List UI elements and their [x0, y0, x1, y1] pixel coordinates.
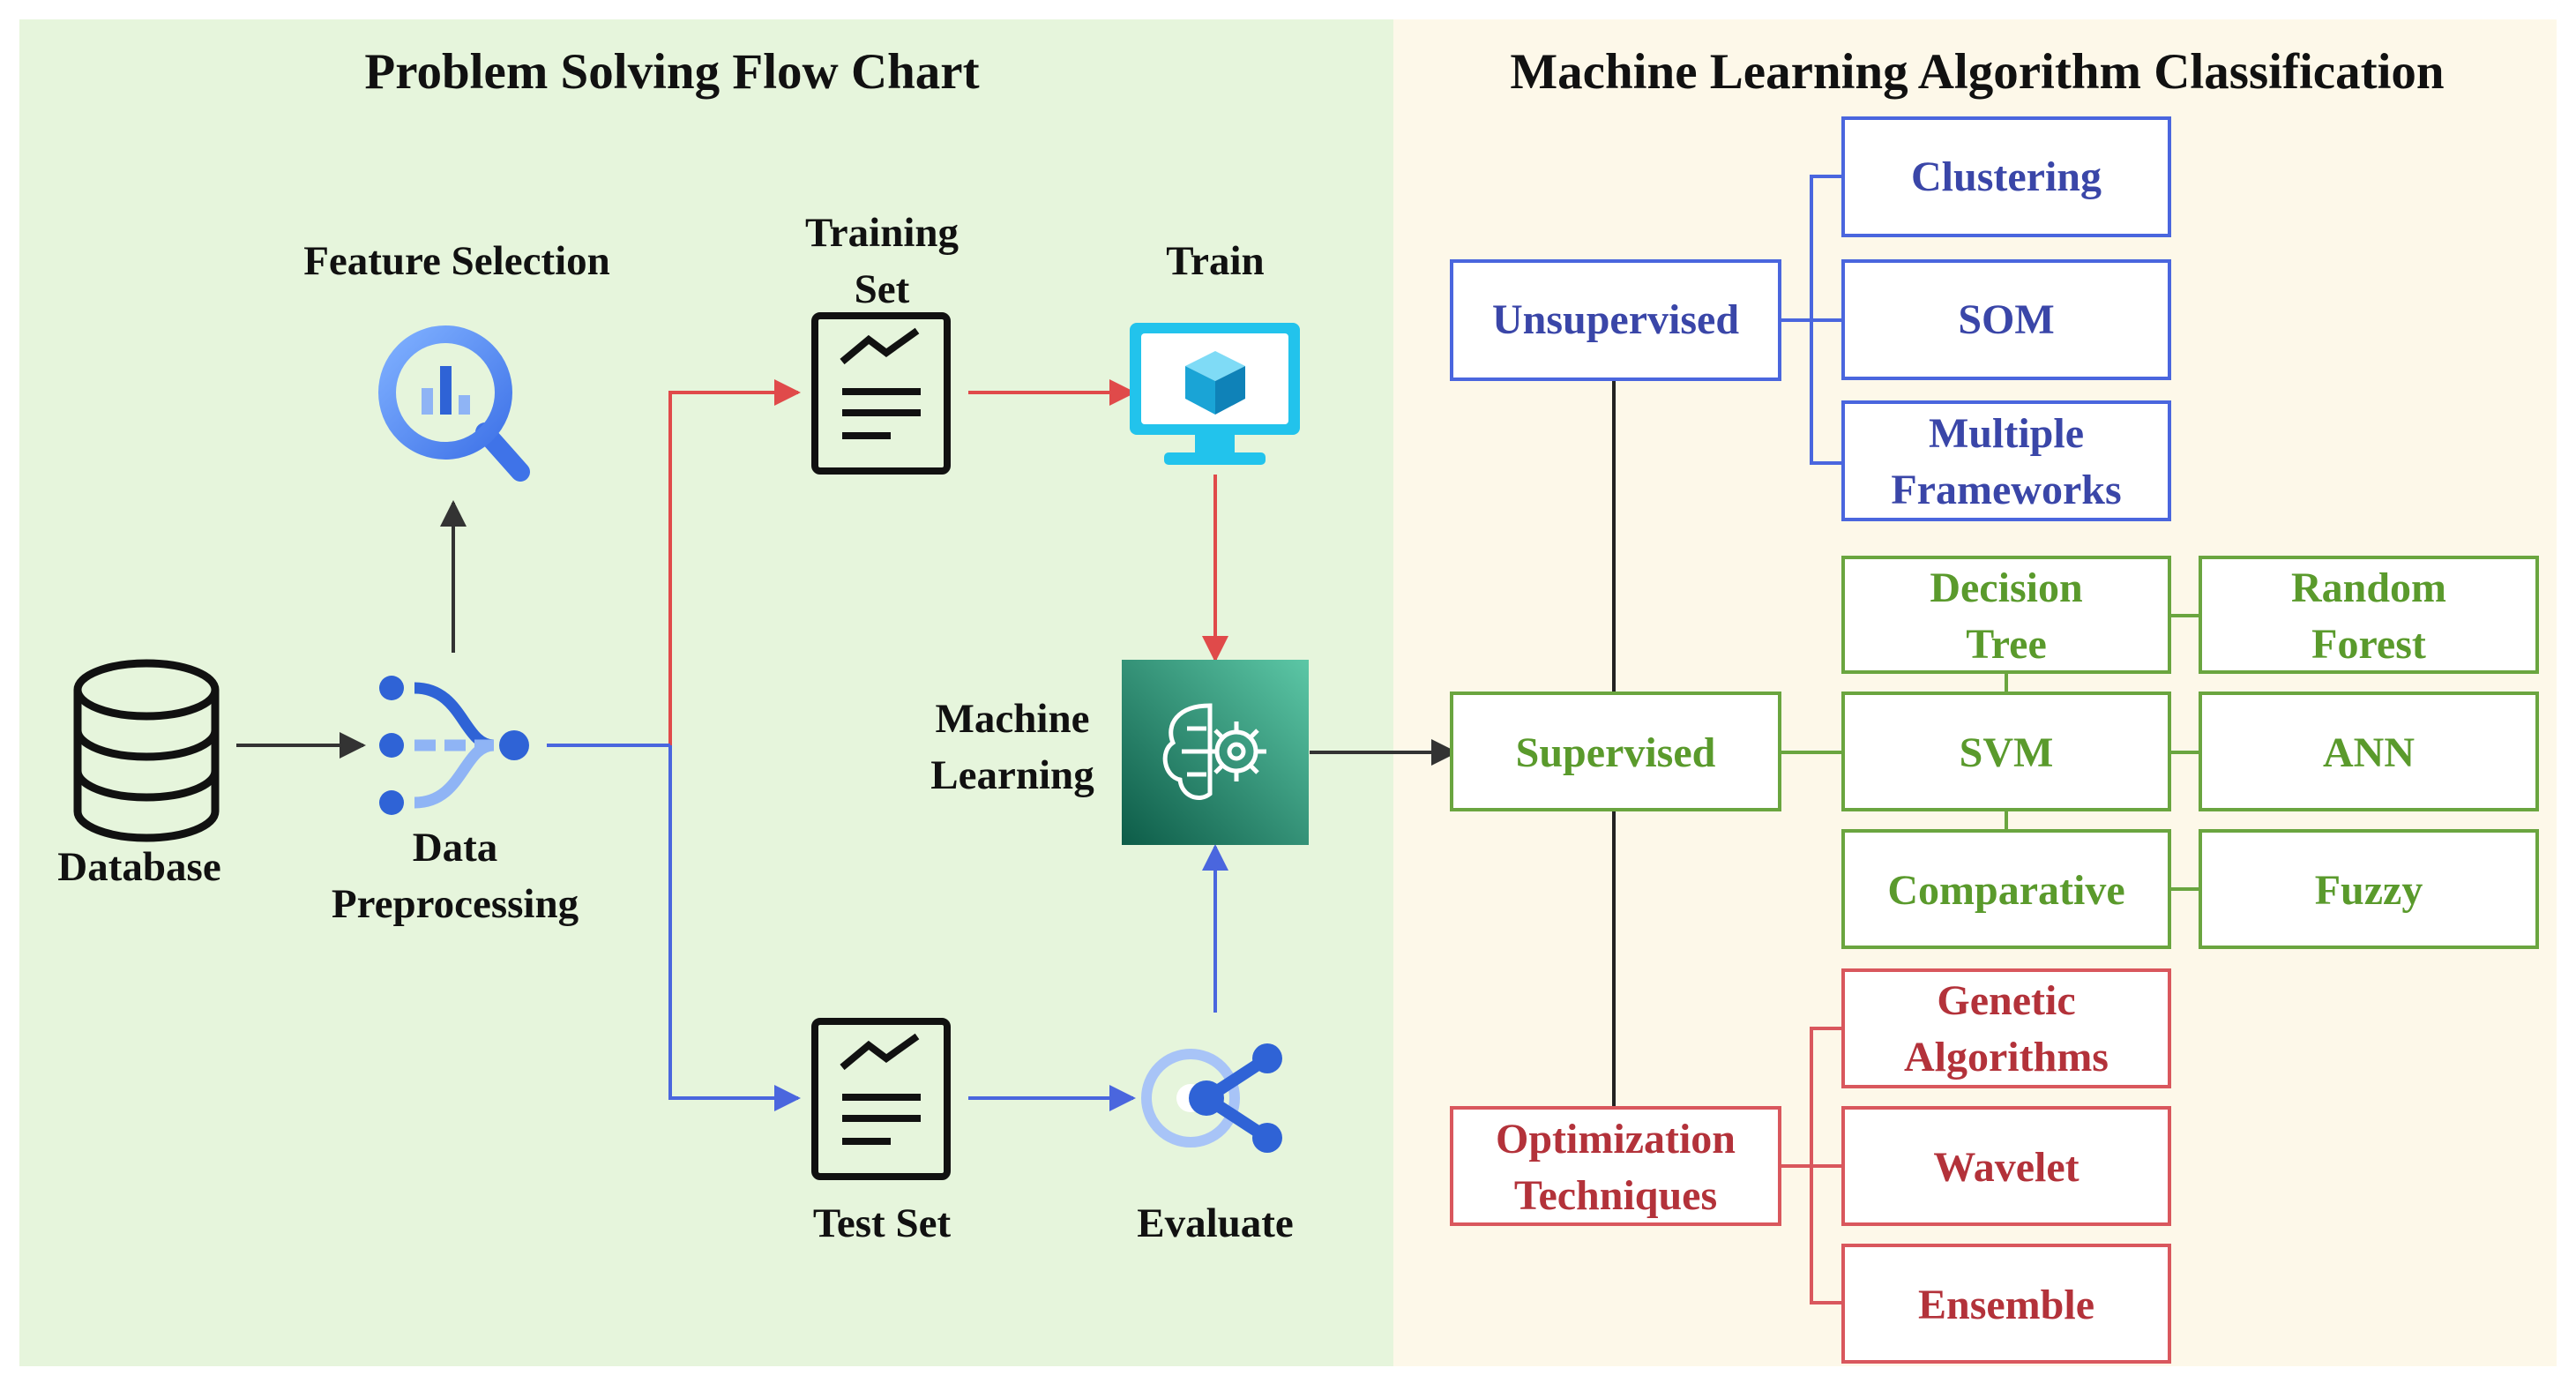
multiple-frameworks-label-line2: Frameworks [1891, 467, 2121, 513]
som-node [1841, 259, 2171, 380]
unsupervised-node [1450, 259, 1781, 381]
decision-tree-label-line1: Decision [1930, 564, 2082, 611]
ensemble-node [1841, 1244, 2171, 1364]
unsupervised-label: Unsupervised [1492, 296, 1739, 343]
supervised-label: Supervised [1516, 729, 1716, 776]
database-icon [73, 659, 220, 842]
train-label: Train [1166, 238, 1264, 284]
random-forest-label-line2: Forest [2311, 621, 2426, 668]
unsupervised-group: Unsupervised Clustering SOM Multiple Fra… [1450, 116, 2171, 521]
ensemble-label: Ensemble [1918, 1282, 2094, 1328]
multiple-frameworks-label-line1: Multiple [1929, 410, 2084, 457]
evaluate-label: Evaluate [1137, 1200, 1294, 1246]
training-set-label-line1: Training [805, 210, 959, 256]
training-set-label-line2: Set [855, 266, 910, 312]
optimization-label-line2: Techniques [1514, 1172, 1717, 1219]
optimization-group: Optimization Techniques Genetic Algorith… [1450, 968, 2171, 1364]
optimization-node [1450, 1106, 1781, 1226]
preprocessing-label-line2: Preprocessing [332, 881, 579, 927]
svm-node [1841, 692, 2171, 811]
fuzzy-node [2199, 829, 2539, 949]
ann-label: ANN [2323, 729, 2415, 776]
machine-learning-label-line1: Machine [936, 696, 1090, 742]
svm-label: SVM [1960, 729, 2054, 776]
fuzzy-label: Fuzzy [2315, 867, 2423, 914]
wavelet-node [1841, 1106, 2171, 1226]
database-label: Database [57, 844, 220, 890]
som-label: SOM [1958, 296, 2054, 343]
random-forest-label-line1: Random [2291, 564, 2446, 611]
preprocessing-label-line1: Data [413, 825, 498, 871]
share-node-icon [1141, 1043, 1282, 1153]
decision-tree-label-line2: Tree [1966, 621, 2047, 668]
flow-chart-title: Problem Solving Flow Chart [364, 44, 979, 100]
optimization-label-line1: Optimization [1496, 1116, 1736, 1162]
wavelet-label: Wavelet [1933, 1144, 2079, 1191]
comparative-label: Comparative [1887, 867, 2124, 914]
supervised-group: Supervised Decision Tree SVM Comparative… [1450, 556, 2539, 949]
multiple-frameworks-node [1841, 400, 2171, 521]
machine-learning-label-line2: Learning [930, 752, 1094, 798]
monitor-cube-icon [1130, 323, 1300, 465]
magnifier-chart-icon [378, 325, 530, 482]
brain-gear-icon [1122, 660, 1309, 845]
test-set-label: Test Set [813, 1200, 952, 1246]
classification-title: Machine Learning Algorithm Classificatio… [1510, 44, 2444, 100]
clustering-label: Clustering [1911, 153, 2102, 200]
supervised-node [1450, 692, 1781, 811]
feature-selection-label: Feature Selection [303, 238, 610, 284]
decision-tree-node [1841, 556, 2171, 674]
genetic-algorithms-node [1841, 968, 2171, 1088]
flow-connectors [236, 379, 1458, 1111]
comparative-node [1841, 829, 2171, 949]
genetic-algorithms-label-line1: Genetic [1937, 977, 2075, 1024]
genetic-algorithms-label-line2: Algorithms [1904, 1034, 2109, 1080]
random-forest-node [2199, 556, 2539, 674]
clustering-node [1841, 116, 2171, 237]
data-flow-icon [379, 676, 529, 815]
ann-node [2199, 692, 2539, 811]
document-chart-icon [811, 312, 951, 475]
document-chart-icon [811, 1018, 951, 1180]
